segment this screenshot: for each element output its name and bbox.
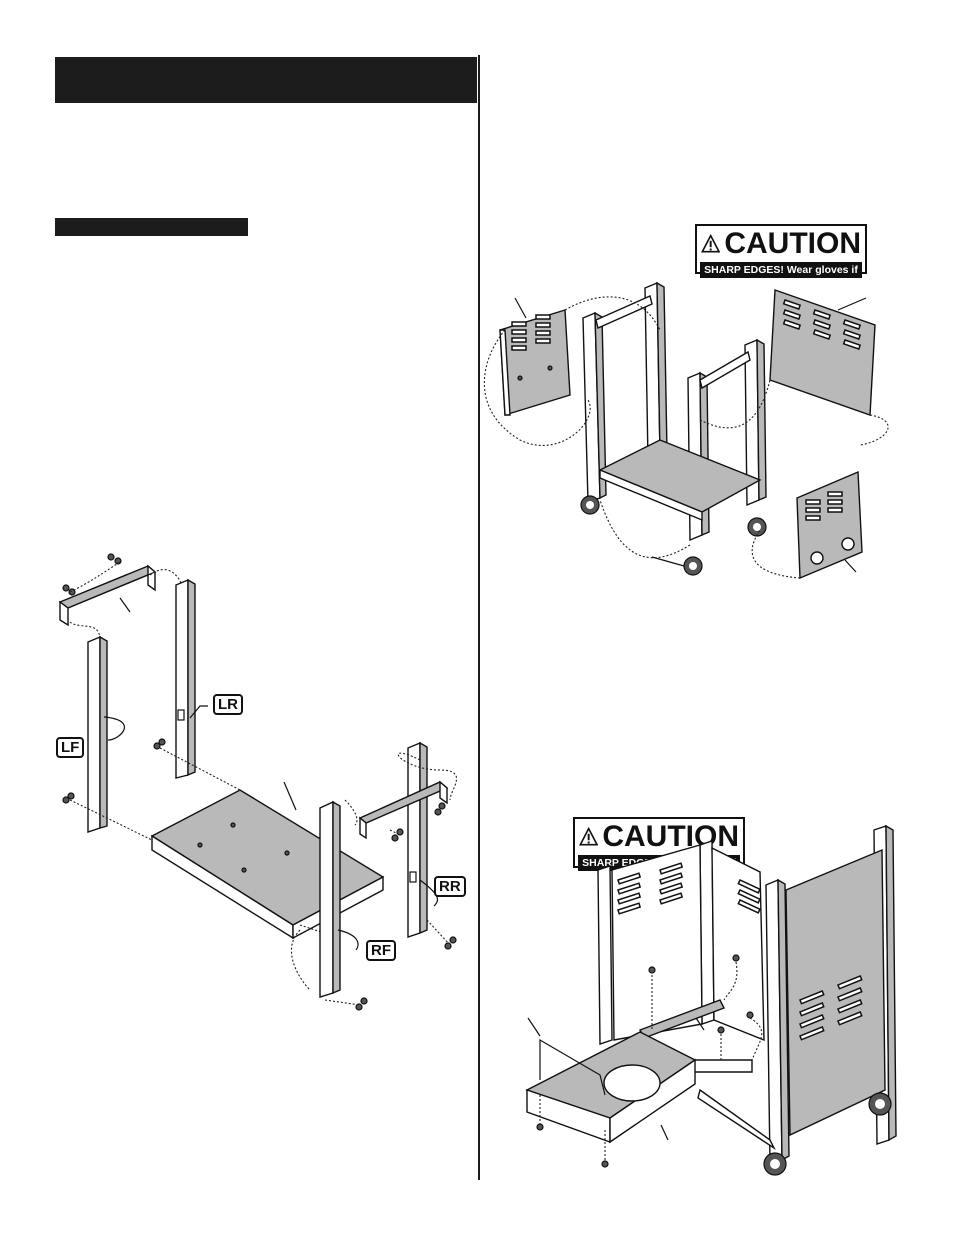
left-cross-brace	[58, 564, 157, 627]
left-front-leg	[87, 635, 108, 833]
caution-message: SHARP EDGES! Wear gloves if necessary.	[700, 262, 862, 292]
leg-label-rf: RF	[366, 940, 396, 961]
caution-word: CAUTION	[602, 820, 739, 853]
column-divider	[478, 55, 480, 1180]
section-title-bar	[55, 57, 477, 103]
screws-right	[62, 738, 457, 1011]
right-rear-leg	[407, 741, 428, 938]
left-rear-leg	[175, 578, 196, 779]
leg-label-lr: LR	[213, 694, 243, 715]
caution-message: SHARP EDGES! Wear gloves if necessary.	[578, 855, 740, 885]
caution-label-bottom: CAUTION SHARP EDGES! Wear gloves if nece…	[573, 817, 745, 885]
right-cross-brace	[358, 780, 449, 840]
subsection-title-bar	[55, 218, 248, 236]
warning-triangle-icon	[701, 233, 721, 253]
bottom-shelf	[150, 781, 385, 940]
warning-triangle-icon	[579, 826, 599, 846]
caution-label-top: CAUTION SHARP EDGES! Wear gloves if nece…	[695, 224, 867, 292]
right-front-leg	[319, 800, 341, 998]
leg-label-lf: LF	[56, 737, 85, 758]
leg-label-rr: RR	[434, 876, 466, 897]
caution-word: CAUTION	[724, 227, 861, 260]
